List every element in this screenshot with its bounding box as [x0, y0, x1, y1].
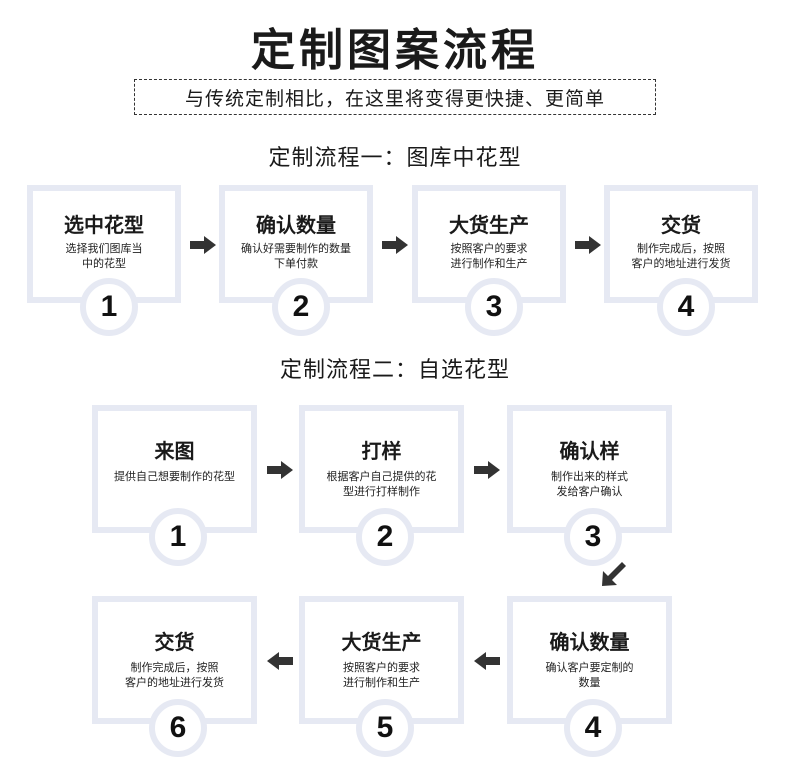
step-desc: 按照客户的要求进行制作和生产	[343, 661, 420, 689]
step-desc: 选择我们图库当中的花型	[65, 242, 143, 270]
arrow-left-icon	[267, 652, 293, 670]
step-title: 大货生产	[449, 213, 529, 237]
arrow-right-icon	[474, 461, 500, 479]
step-title: 交货	[661, 213, 701, 237]
step-title: 交货	[154, 630, 195, 654]
flow1-title: 定制流程一：图库中花型	[268, 146, 522, 171]
subtitle: 与传统定制相比，在这里将变得更快捷、更简单	[184, 87, 605, 110]
flow2-step-1-number: 1	[149, 508, 207, 566]
step-desc: 制作完成后，按照客户的地址进行发货	[631, 242, 731, 270]
flow1-step-2-number: 2	[272, 278, 330, 336]
flow1-step-4-card: 交货 制作完成后，按照客户的地址进行发货	[604, 185, 758, 303]
step-title: 大货生产	[341, 630, 422, 654]
step-desc: 确认客户要定制的数量	[545, 661, 634, 689]
flow1-step-3-number: 3	[465, 278, 523, 336]
step-desc: 制作完成后，按照客户的地址进行发货	[125, 661, 224, 689]
arrow-right-icon	[382, 236, 408, 254]
step-desc: 根据客户自己提供的花型进行打样制作	[326, 470, 437, 498]
page-title: 定制图案流程	[251, 25, 539, 76]
arrow-right-icon	[575, 236, 601, 254]
step-title: 打样	[361, 439, 402, 463]
step-title: 确认数量	[549, 630, 630, 654]
arrow-left-icon	[474, 652, 500, 670]
step-desc: 按照客户的要求进行制作和生产	[450, 242, 528, 270]
step-desc: 确认好需要制作的数量下单付款	[241, 242, 351, 270]
step-title: 确认数量	[256, 213, 336, 237]
subtitle-box: 与传统定制相比，在这里将变得更快捷、更简单	[134, 79, 656, 115]
arrow-right-icon	[267, 461, 293, 479]
step-title: 选中花型	[64, 213, 144, 237]
step-title: 确认样	[559, 439, 620, 463]
flow2-step-6-number: 6	[149, 699, 207, 757]
flow2-step-5-number: 5	[356, 699, 414, 757]
flow2-step-3-number: 3	[564, 508, 622, 566]
flow2-title: 定制流程二：自选花型	[279, 358, 510, 383]
flow1-step-1-number: 1	[80, 278, 138, 336]
flow2-step-2-number: 2	[356, 508, 414, 566]
step-desc: 提供自己想要制作的花型	[114, 470, 235, 483]
step-desc: 制作出来的样式发给客户确认	[551, 470, 628, 498]
arrow-down-left-icon	[600, 562, 626, 588]
step-title: 来图	[154, 439, 195, 463]
flow2-step-4-number: 4	[564, 699, 622, 757]
flow1-step-4-number: 4	[657, 278, 715, 336]
arrow-right-icon	[190, 236, 216, 254]
